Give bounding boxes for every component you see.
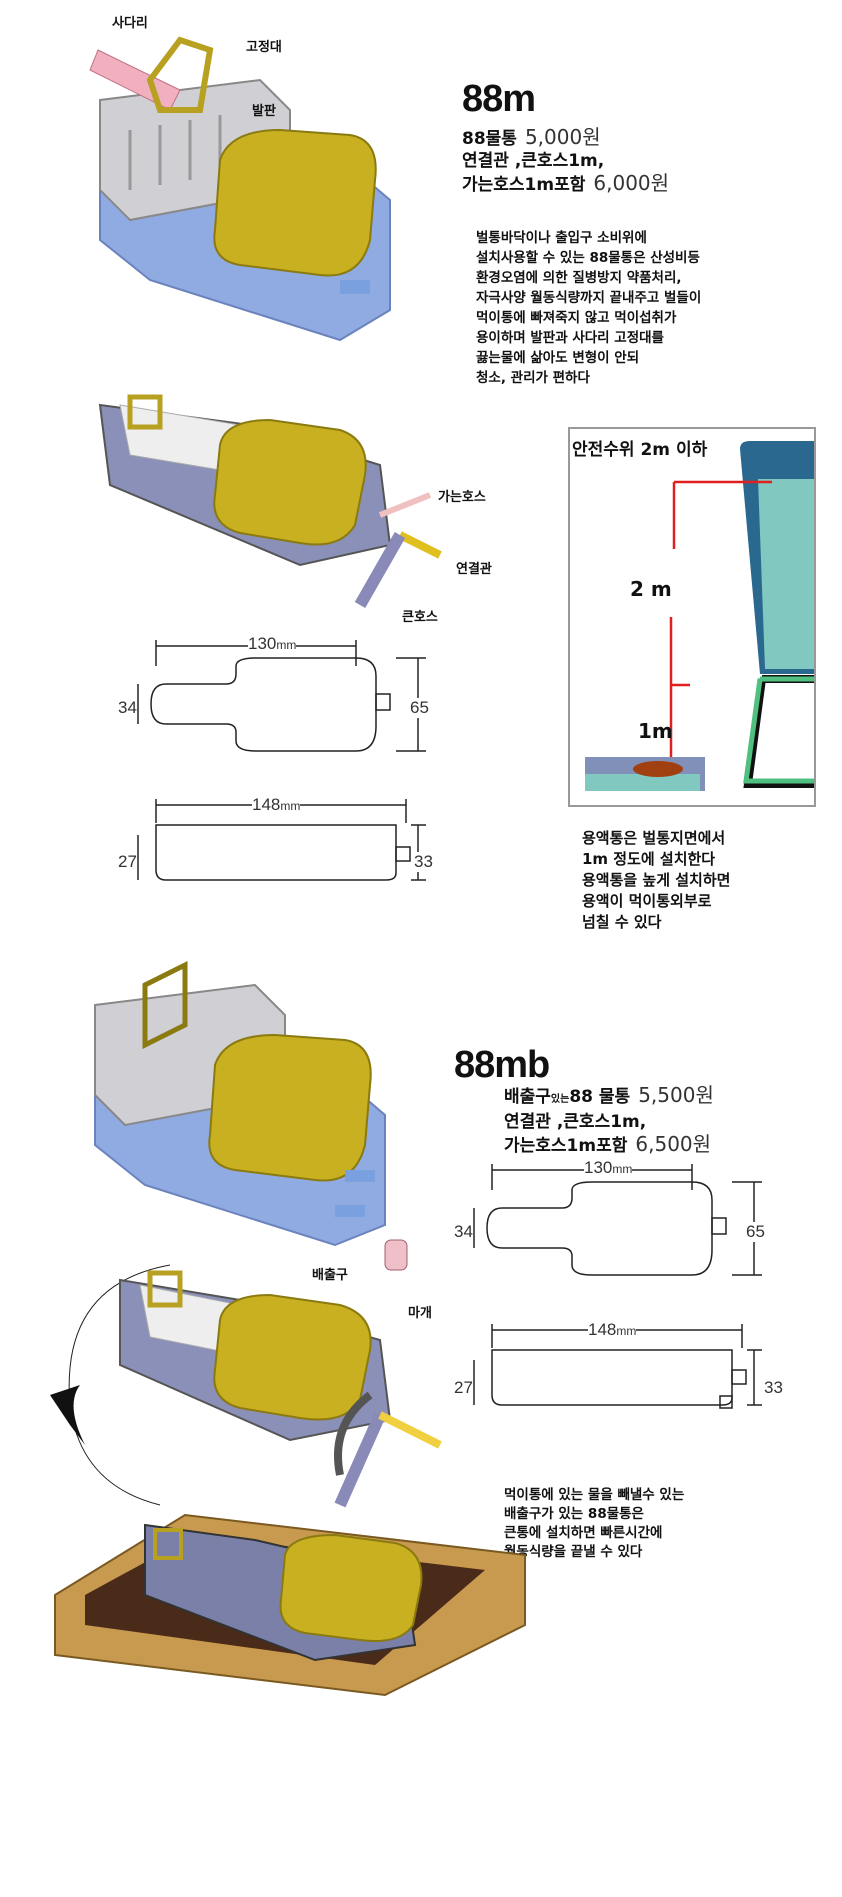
feeder-88mb-drain-image [50,1264,442,1508]
desc-line: 자극사양 월동식량까지 끝내주고 벌들이 [476,290,702,306]
dim-length-side-mb: 148mm [588,1320,637,1340]
price-item: 88 물통 [569,1087,631,1107]
safety-text: 용액통은 벌통지면에서 1m 정도에 설치한다 용액통을 높게 설치하면 용액이… [582,828,730,933]
mark-1m: 1m [638,719,673,743]
desc-line: 먹이통에 있는 물을 빼낼수 있는 [504,1487,685,1503]
safety-level-diagram: 안전수위 2m 이하 2 m 1m [568,427,816,807]
dim-height-right-mb: 33 [764,1378,783,1398]
safety-diagram-graphic [585,441,814,791]
price-item: 가는호스1m포함 [462,175,586,195]
desc-line: 큰통에 설치하면 빠른시간에 [504,1525,663,1541]
dim-length-top: 130mm [248,634,297,654]
desc-line: 끓는물에 삶아도 변형이 안되 [476,350,640,366]
desc-line: 설치사용할 수 있는 88물통은 산성비등 [476,250,700,266]
desc-line: 환경오염에 의한 질병방지 약품처리, [476,270,682,286]
dimension-top-view-88mb [473,1164,762,1276]
label-thin-hose: 가는호스 [438,490,486,505]
safety-line: 용액통은 벌통지면에서 [582,829,726,847]
model-88mb-description: 먹이통에 있는 물을 빼낼수 있는 배출구가 있는 88물통은 큰통에 설치하면… [504,1486,684,1562]
desc-line: 먹이통에 빠져죽지 않고 먹이섭취가 [476,310,677,326]
model-88mb-title: 88mb [454,1044,550,1086]
label-outlet: 배출구 [312,1268,348,1283]
price-item: 연결관 ,큰호스1m, [504,1112,647,1132]
dim-width-left: 34 [118,698,137,718]
dim-height-left: 27 [118,852,137,872]
dim-width-left-mb: 34 [454,1222,473,1242]
safety-line: 1m 정도에 설치한다 [582,850,716,868]
safety-line: 용액통을 높게 설치하면 [582,871,731,889]
price-item: 가는호스1m포함 [504,1136,628,1156]
label-ladder: 사다리 [112,16,148,31]
label-holder: 고정대 [246,40,282,55]
safety-line: 용액이 먹이통외부로 [582,892,712,910]
desc-line: 벌통바닥이나 출입구 소비위에 [476,230,647,246]
dim-width-right-mb: 65 [746,1222,765,1242]
dim-length-top-mb: 130mm [584,1158,633,1178]
feeder-in-wooden-box-image [54,1513,526,1697]
mark-2m: 2 m [630,577,672,601]
dim-height-right: 33 [414,852,433,872]
price-value: 5,500원 [638,1083,714,1107]
dimension-top-view-88m [137,640,426,752]
desc-line: 청소, 관리가 편하다 [476,370,590,386]
label-connector: 연결관 [456,562,492,577]
dim-length-side: 148mm [252,795,301,815]
feeder-88m-exploded-image [89,36,391,342]
price-item-small: 있는 [550,1094,570,1105]
safety-title: 안전수위 2m 이하 [572,440,708,460]
price-value: 6,000원 [593,171,670,195]
dim-height-left-mb: 27 [454,1378,473,1398]
label-thick-hose: 큰호스 [402,610,438,625]
model-88m-title: 88m [462,78,536,120]
model-88m-price-list: 88물통 5,000원 연결관 ,큰호스1m, 가는호스1m포함 6,000원 [462,126,669,196]
model-88mb-price-list: 배출구있는88 물통 5,500원 연결관 ,큰호스1m, 가는호스1m포함 6,5… [504,1084,714,1157]
dim-width-right: 65 [410,698,429,718]
price-item: 배출구 [504,1087,551,1107]
price-item: 88물통 [462,129,517,149]
price-value: 5,000원 [524,125,601,149]
safety-line: 넘칠 수 있다 [582,913,662,931]
price-value: 6,500원 [635,1132,712,1156]
label-step: 발판 [252,104,276,119]
feeder-88mb-exploded-image [94,960,408,1271]
rotate-arrow-icon [50,1385,85,1445]
feeder-88m-assembled-image [98,394,442,608]
desc-line: 용이하며 발판과 사다리 고정대를 [476,330,664,346]
label-cap: 마개 [408,1306,432,1321]
desc-line: 배출구가 있는 88물통은 [504,1506,644,1522]
model-88m-description: 벌통바닥이나 출입구 소비위에 설치사용할 수 있는 88물통은 산성비등 환경… [476,228,701,388]
desc-line: 월동식량을 끝낼 수 있다 [504,1544,643,1560]
price-item: 연결관 ,큰호스1m, [462,151,605,171]
